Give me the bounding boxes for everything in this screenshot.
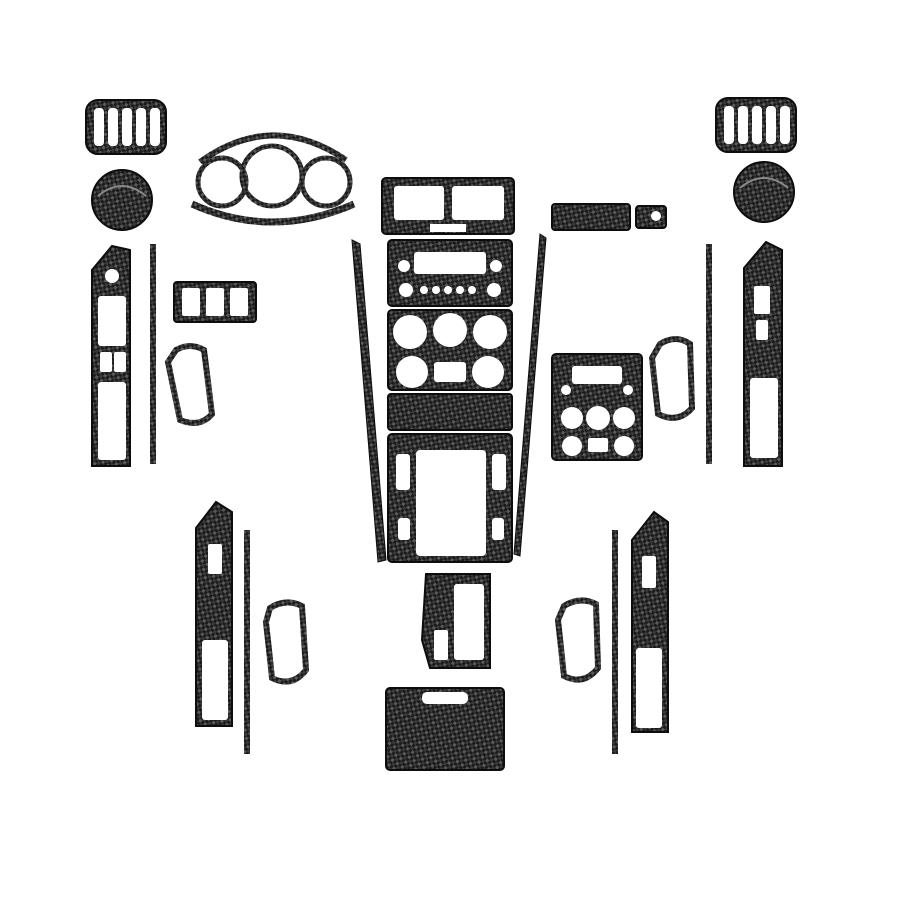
center-strip-right [513, 233, 547, 557]
small-dash-strip [551, 203, 631, 231]
door-strip-upper-right [706, 244, 712, 464]
window-switch-panel-lower-left [195, 500, 233, 727]
door-handle-ring-lower-left [262, 599, 310, 685]
small-dash-tab [635, 205, 667, 229]
door-handle-ring-lower-right [554, 597, 602, 683]
gauge-cluster-trim [190, 132, 356, 226]
console-shifter-trim [420, 573, 491, 669]
window-switch-panel-lower-right [631, 510, 669, 733]
vent-ring-right [715, 97, 797, 153]
center-top-vent-panel [381, 177, 515, 235]
door-handle-ring-upper-left [164, 343, 216, 426]
center-strip-left [351, 239, 387, 563]
console-lid-panel [385, 687, 505, 771]
triple-switch-frame [173, 281, 257, 323]
radio-panel [387, 239, 513, 307]
door-strip-lower-left [244, 530, 250, 754]
radio-climate-combo-panel [551, 353, 643, 461]
center-lower-panel [387, 393, 513, 563]
vent-ring-left [85, 99, 167, 155]
door-handle-ring-upper-right [648, 336, 696, 421]
door-strip-upper-left [150, 244, 156, 464]
door-strip-lower-right [612, 530, 618, 754]
window-switch-panel-upper-left [91, 244, 131, 467]
climate-panel [387, 309, 513, 391]
window-switch-panel-upper-right [743, 240, 783, 467]
round-vent-left [91, 169, 153, 231]
round-vent-right [733, 161, 795, 223]
